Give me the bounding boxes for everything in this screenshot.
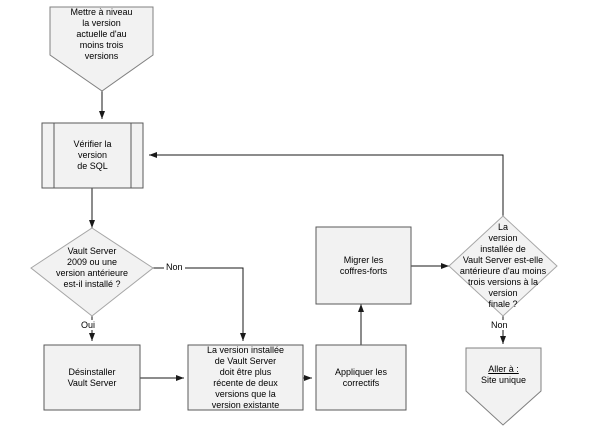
node-goto-single-site-shape: [465, 347, 542, 426]
node-upgrade-start-shape: [49, 6, 154, 92]
goto-target-name: Site unique: [480, 375, 527, 385]
node-apply-patches-shape: [315, 344, 407, 411]
node-goto-single-site-label: Aller à : Site unique: [466, 364, 541, 386]
node-migrate-vaults-shape: [315, 226, 412, 305]
connector-decision-non-to-version-requirement: [153, 267, 246, 341]
node-uninstall-vault-shape: [43, 344, 141, 411]
goto-target-prefix: Aller à :: [488, 364, 519, 374]
node-vault2009-decision-shape: [30, 227, 154, 317]
node-three-versions-decision-shape: [448, 215, 558, 317]
edge-label-vault2009-non: Non: [164, 262, 185, 272]
connector-three-versions-loop-to-check-sql: [149, 152, 504, 216]
edge-label-three-versions-non: Non: [489, 320, 510, 330]
edge-label-vault2009-oui: Oui: [79, 320, 98, 330]
node-check-sql-shape: [41, 122, 144, 189]
node-version-requirement-shape: [187, 344, 304, 411]
